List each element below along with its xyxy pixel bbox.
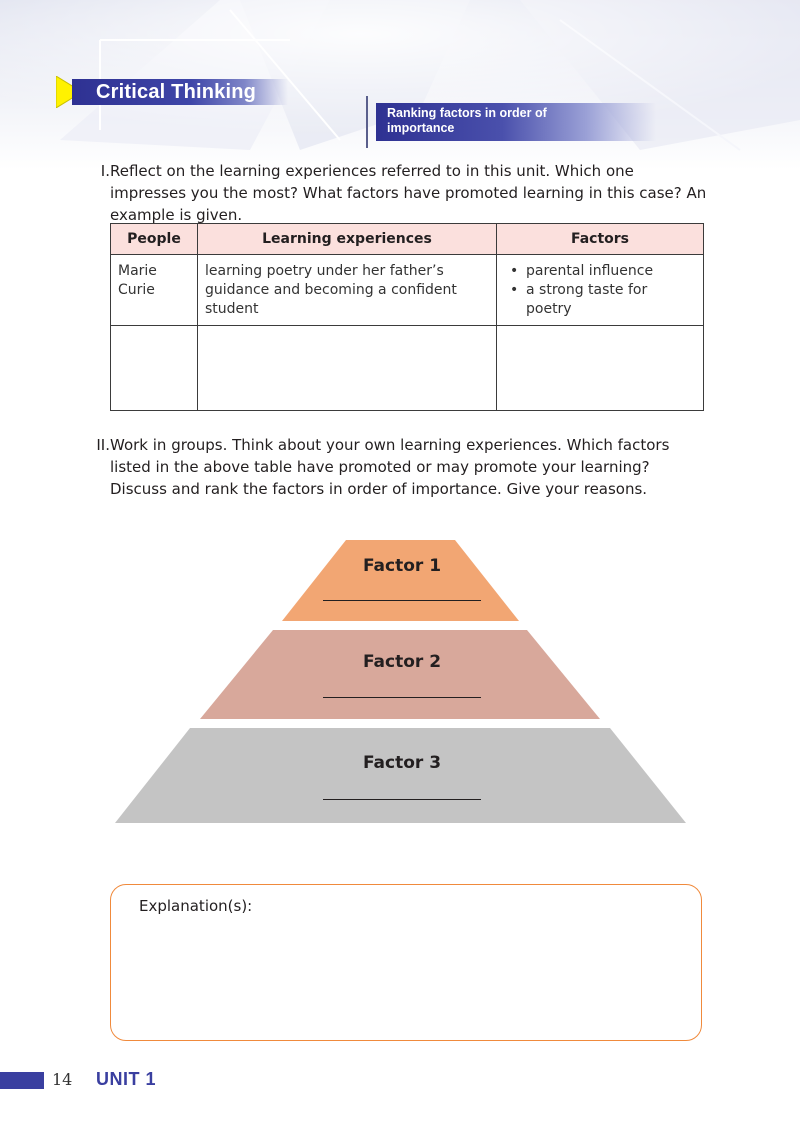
pyramid-tier-3-blank[interactable] (323, 799, 481, 800)
factor-item: a strong taste for poetry (510, 281, 696, 319)
cell-learning-experience-blank[interactable] (197, 325, 497, 411)
pyramid-tier-3-label: Factor 3 (362, 753, 442, 773)
section-title: Critical Thinking (96, 81, 257, 103)
section-subtitle: Ranking factors in order of importance (387, 106, 547, 135)
pyramid-tier-2 (200, 630, 600, 719)
pyramid-tier-1 (282, 540, 519, 621)
factor-item: parental influence (510, 262, 696, 281)
unit-label: UNIT 1 (96, 1069, 157, 1089)
instruction-2-number: II. (96, 436, 110, 454)
instruction-2-text: Work in groups. Think about your own lea… (110, 436, 670, 498)
pyramid-tier-2-blank[interactable] (323, 697, 481, 698)
page-number: 14 (52, 1070, 73, 1089)
pyramid-tier-1-blank[interactable] (323, 600, 481, 601)
header-background-graphic (0, 0, 800, 170)
title-arrow-icon (56, 76, 82, 108)
pyramid-tier-3 (115, 728, 686, 823)
table-row: Marie Curie learning poetry under her fa… (110, 254, 704, 326)
pyramid-tier-1-label: Factor 1 (362, 556, 442, 576)
header-decoration (0, 0, 800, 170)
column-header-people: People (110, 223, 198, 255)
explanation-label: Explanation(s): (139, 897, 253, 915)
learning-experiences-table: People Learning experiences Factors Mari… (110, 223, 704, 411)
instruction-1: I. Reflect on the learning experiences r… (90, 160, 710, 226)
instruction-1-text: Reflect on the learning experiences refe… (110, 162, 707, 224)
factor-list: parental influence a strong taste for po… (504, 262, 696, 319)
cell-factors: parental influence a strong taste for po… (496, 254, 704, 326)
table-header-row: People Learning experiences Factors (110, 223, 704, 255)
subtitle-banner (376, 103, 656, 141)
instruction-1-number: I. (100, 162, 110, 180)
pyramid-tier-2-label: Factor 2 (362, 652, 442, 672)
table-row-blank (110, 325, 704, 411)
cell-factors-blank[interactable] (496, 325, 704, 411)
explanation-box[interactable]: Explanation(s): (110, 884, 702, 1041)
title-banner (72, 79, 288, 105)
footer-accent-bar (0, 1072, 44, 1089)
cell-people-blank[interactable] (110, 325, 198, 411)
subtitle-divider (366, 96, 368, 148)
instruction-2: II. Work in groups. Think about your own… (90, 434, 710, 500)
column-header-factors: Factors (496, 223, 704, 255)
column-header-learning-experiences: Learning experiences (197, 223, 497, 255)
